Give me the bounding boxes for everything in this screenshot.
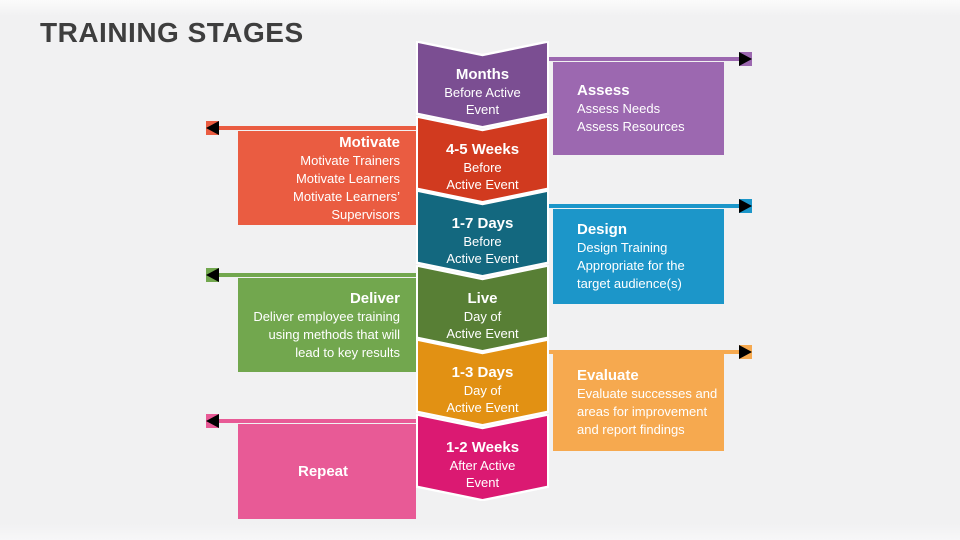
chevron-months: Months Before Active Event	[418, 43, 547, 126]
callout-design: Design Design Training Appropriate for t…	[553, 209, 724, 304]
callout-heading: Repeat	[297, 463, 349, 480]
repeat-arrow-line	[219, 419, 418, 423]
callout-repeat: Repeat	[238, 424, 416, 519]
callout-body: Motivate Trainers Motivate Learners Moti…	[293, 152, 400, 222]
chevron-live: Live Day of Active Event	[418, 267, 547, 350]
chevron-heading: Months	[455, 65, 510, 83]
callout-assess: Assess Assess Needs Assess Resources	[553, 62, 724, 155]
chevron-body: Day of Active Event	[446, 382, 519, 415]
callout-body: Design Training Appropriate for the targ…	[577, 240, 685, 291]
callout-heading: Evaluate	[577, 367, 639, 384]
deliver-arrow-line	[219, 273, 418, 277]
chevron-heading: 1-2 Weeks	[445, 438, 520, 456]
chevron-1-2-weeks: 1-2 Weeks After Active Event	[418, 416, 547, 499]
evaluate-arrow-line	[548, 350, 739, 354]
chevron-heading: 1-7 Days	[451, 214, 514, 232]
callout-evaluate: Evaluate Evaluate successes and areas fo…	[553, 354, 724, 451]
design-arrow-line	[548, 204, 739, 208]
callout-heading: Design	[577, 221, 628, 238]
deliver-arrow-head-icon	[206, 268, 219, 282]
chevron-heading: 4-5 Weeks	[445, 140, 520, 158]
callout-body: Deliver employee training using methods …	[253, 308, 400, 360]
motivate-arrow-line	[219, 126, 418, 130]
callout-motivate: Motivate Motivate Trainers Motivate Lear…	[238, 131, 416, 225]
assess-arrow-head-icon	[739, 52, 752, 66]
chevron-body: Before Active Event	[446, 233, 519, 266]
callout-heading: Deliver	[349, 289, 400, 307]
callout-body: Assess Needs Assess Resources	[577, 101, 685, 134]
chevron-body: After Active Event	[449, 457, 516, 490]
assess-arrow-line	[548, 57, 739, 61]
design-arrow-head-icon	[739, 199, 752, 213]
chevron-body: Before Active Event	[444, 84, 521, 117]
callout-body: Evaluate successes and areas for improve…	[577, 386, 718, 437]
chevron-heading: 1-3 Days	[451, 363, 514, 381]
chevron-4-5-weeks: 4-5 Weeks Before Active Event	[418, 118, 547, 201]
chevron-body: Before Active Event	[446, 159, 519, 192]
callout-heading: Assess	[577, 82, 630, 99]
page-title: TRAINING STAGES	[40, 17, 304, 48]
repeat-arrow-head-icon	[206, 414, 219, 428]
evaluate-arrow-head-icon	[739, 345, 752, 359]
callout-heading: Motivate	[339, 133, 400, 151]
chevron-1-7-days: 1-7 Days Before Active Event	[418, 192, 547, 275]
chevron-1-3-days: 1-3 Days Day of Active Event	[418, 341, 547, 424]
callout-deliver: Deliver Deliver employee training using …	[238, 278, 416, 372]
chevron-body: Day of Active Event	[446, 308, 519, 341]
chevron-heading: Live	[467, 289, 498, 307]
motivate-arrow-head-icon	[206, 121, 219, 135]
